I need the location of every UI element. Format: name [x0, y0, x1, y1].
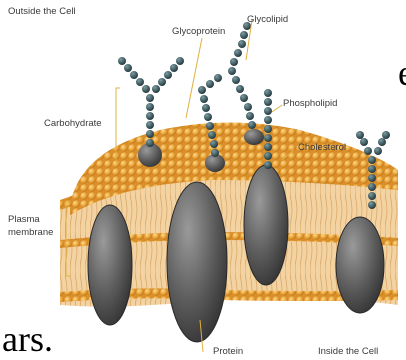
- label-carbohydrate: Carbohydrate: [44, 118, 102, 129]
- label-outside-the-cell: Outside the Cell: [8, 6, 76, 17]
- label-glycolipid: Glycolipid: [247, 14, 288, 25]
- label-inside-the-cell: Inside the Cell: [318, 346, 378, 357]
- label-plasma-membrane-line1: Plasma: [8, 214, 40, 225]
- label-cholesterol: Cholesterol: [298, 142, 346, 153]
- label-plasma-membrane-line2: membrane: [8, 227, 53, 238]
- background-text-bottom: ars.: [0, 318, 57, 360]
- label-protein: Protein: [213, 346, 243, 357]
- label-glycoprotein: Glycoprotein: [172, 26, 225, 37]
- label-phospholipid: Phospholipid: [283, 98, 337, 109]
